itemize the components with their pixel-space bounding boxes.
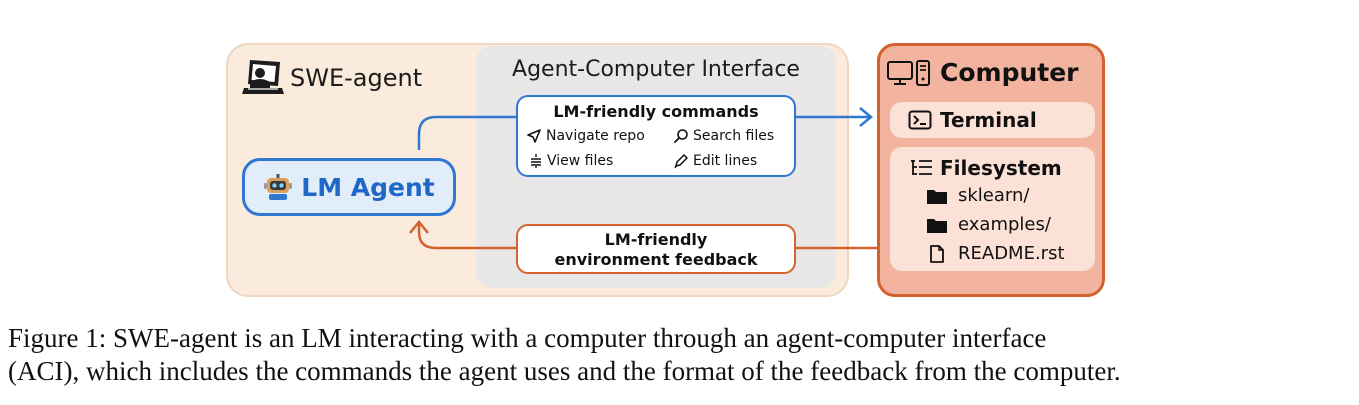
fs-item-name: README.rst (958, 243, 1065, 264)
fs-item-file: README.rst (926, 243, 1065, 264)
folder-icon (927, 218, 947, 233)
view-lines-icon (531, 154, 541, 168)
terminal-label: Terminal (940, 108, 1037, 132)
feedback-arrowhead (409, 220, 429, 234)
robot-icon (264, 174, 293, 200)
folder-icon (927, 189, 947, 204)
feedback-text: LM-friendly environment feedback (518, 230, 794, 270)
fs-item-folder: sklearn/ (926, 185, 1029, 206)
fs-item-name: examples/ (958, 214, 1051, 235)
command-navigate-label: Navigate repo (546, 128, 645, 144)
feedback-line1: LM-friendly (604, 230, 708, 249)
feedback-to-agent-arrow (417, 224, 516, 250)
command-navigate: Navigate repo (526, 128, 645, 144)
agent-to-commands-connector (417, 115, 516, 150)
feedback-box: LM-friendly environment feedback (516, 224, 796, 274)
command-search-label: Search files (693, 128, 775, 144)
command-edit: Edit lines (673, 153, 757, 169)
fs-item-folder: examples/ (926, 214, 1051, 235)
command-view-label: View files (547, 153, 614, 169)
pencil-icon (674, 154, 688, 169)
file-icon (930, 244, 944, 263)
terminal-box: Terminal (890, 102, 1095, 138)
file-tree-icon (911, 160, 932, 175)
computer-title: Computer (940, 58, 1079, 87)
computer-user-icon (242, 60, 284, 94)
commands-box: LM-friendly commands (516, 95, 796, 177)
terminal-icon (908, 110, 932, 130)
command-edit-label: Edit lines (693, 153, 758, 169)
desktop-computer-icon (887, 59, 930, 86)
caption-line1: Figure 1: SWE-agent is an LM interacting… (8, 323, 1047, 353)
commands-title: LM-friendly commands (553, 102, 759, 121)
swe-agent-diagram: SWE-agent Agent-Computer Interface LM-fr… (226, 43, 1105, 297)
filesystem-label: Filesystem (940, 156, 1062, 180)
filesystem-header: Filesystem (910, 156, 1062, 180)
command-view: View files (529, 153, 613, 169)
caption-line2: (ACI), which includes the commands the a… (8, 356, 1121, 386)
commands-arrowhead (859, 107, 873, 127)
figure-caption: Figure 1: SWE-agent is an LM interacting… (8, 322, 1348, 388)
command-search: Search files (673, 128, 774, 144)
swe-agent-header: SWE-agent (240, 58, 422, 98)
arrows-layer (409, 107, 877, 250)
lm-agent-box: LM Agent (242, 158, 456, 216)
aci-title: Agent-Computer Interface (512, 57, 800, 82)
navigate-arrow-icon (527, 129, 541, 143)
computer-header: Computer (886, 58, 1079, 87)
lm-agent-label: LM Agent (301, 172, 435, 202)
search-icon (674, 129, 688, 143)
feedback-line2: environment feedback (554, 250, 758, 269)
swe-agent-title: SWE-agent (290, 64, 423, 92)
fs-item-name: sklearn/ (958, 185, 1030, 206)
